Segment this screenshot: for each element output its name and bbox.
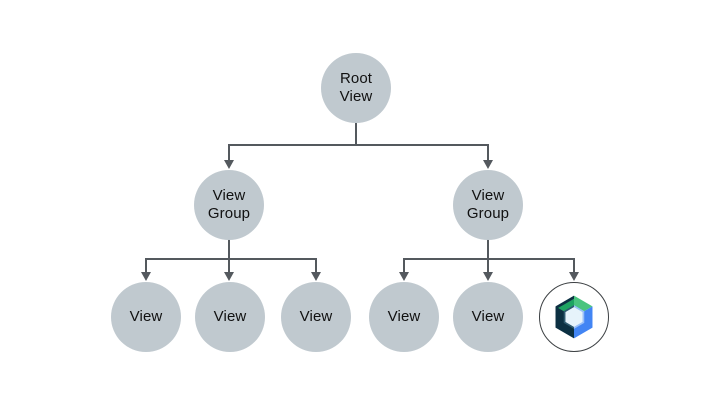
arrow-icon bbox=[483, 272, 493, 281]
node-view-leaf: View bbox=[111, 282, 181, 352]
node-label: View bbox=[129, 308, 163, 325]
node-view-leaf: View bbox=[195, 282, 265, 352]
node-view-leaf: View bbox=[369, 282, 439, 352]
node-label: View bbox=[471, 308, 505, 325]
arrowheads bbox=[141, 160, 579, 281]
arrow-icon bbox=[399, 272, 409, 281]
connector-strokes bbox=[145, 123, 575, 272]
compose-hole-rim-left bbox=[563, 305, 574, 329]
compose-edge-strip bbox=[555, 295, 574, 309]
node-view-leaf: View bbox=[453, 282, 523, 352]
node-label: View bbox=[299, 308, 333, 325]
node-root-view: Root View bbox=[321, 53, 391, 123]
arrow-icon bbox=[311, 272, 321, 281]
connector-level1-bus bbox=[228, 144, 489, 161]
arrow-icon bbox=[224, 160, 234, 169]
node-view-group-left: View Group bbox=[194, 170, 264, 240]
jetpack-compose-icon bbox=[555, 295, 593, 339]
arrow-icon bbox=[483, 160, 493, 169]
connector-right-bus bbox=[403, 258, 575, 272]
arrow-icon bbox=[224, 272, 234, 281]
node-view-group-right: View Group bbox=[453, 170, 523, 240]
node-label: Root View bbox=[339, 70, 373, 105]
arrow-icon bbox=[141, 272, 151, 281]
node-label: View bbox=[213, 308, 247, 325]
node-label: View Group bbox=[207, 187, 251, 222]
compose-hole-rim-right bbox=[574, 305, 585, 329]
connector-left-bus bbox=[145, 258, 317, 272]
compose-hole bbox=[565, 307, 583, 327]
node-compose-leaf bbox=[539, 282, 609, 352]
node-label: View Group bbox=[466, 187, 510, 222]
node-view-leaf: View bbox=[281, 282, 351, 352]
arrow-icon bbox=[569, 272, 579, 281]
node-label: View bbox=[387, 308, 421, 325]
